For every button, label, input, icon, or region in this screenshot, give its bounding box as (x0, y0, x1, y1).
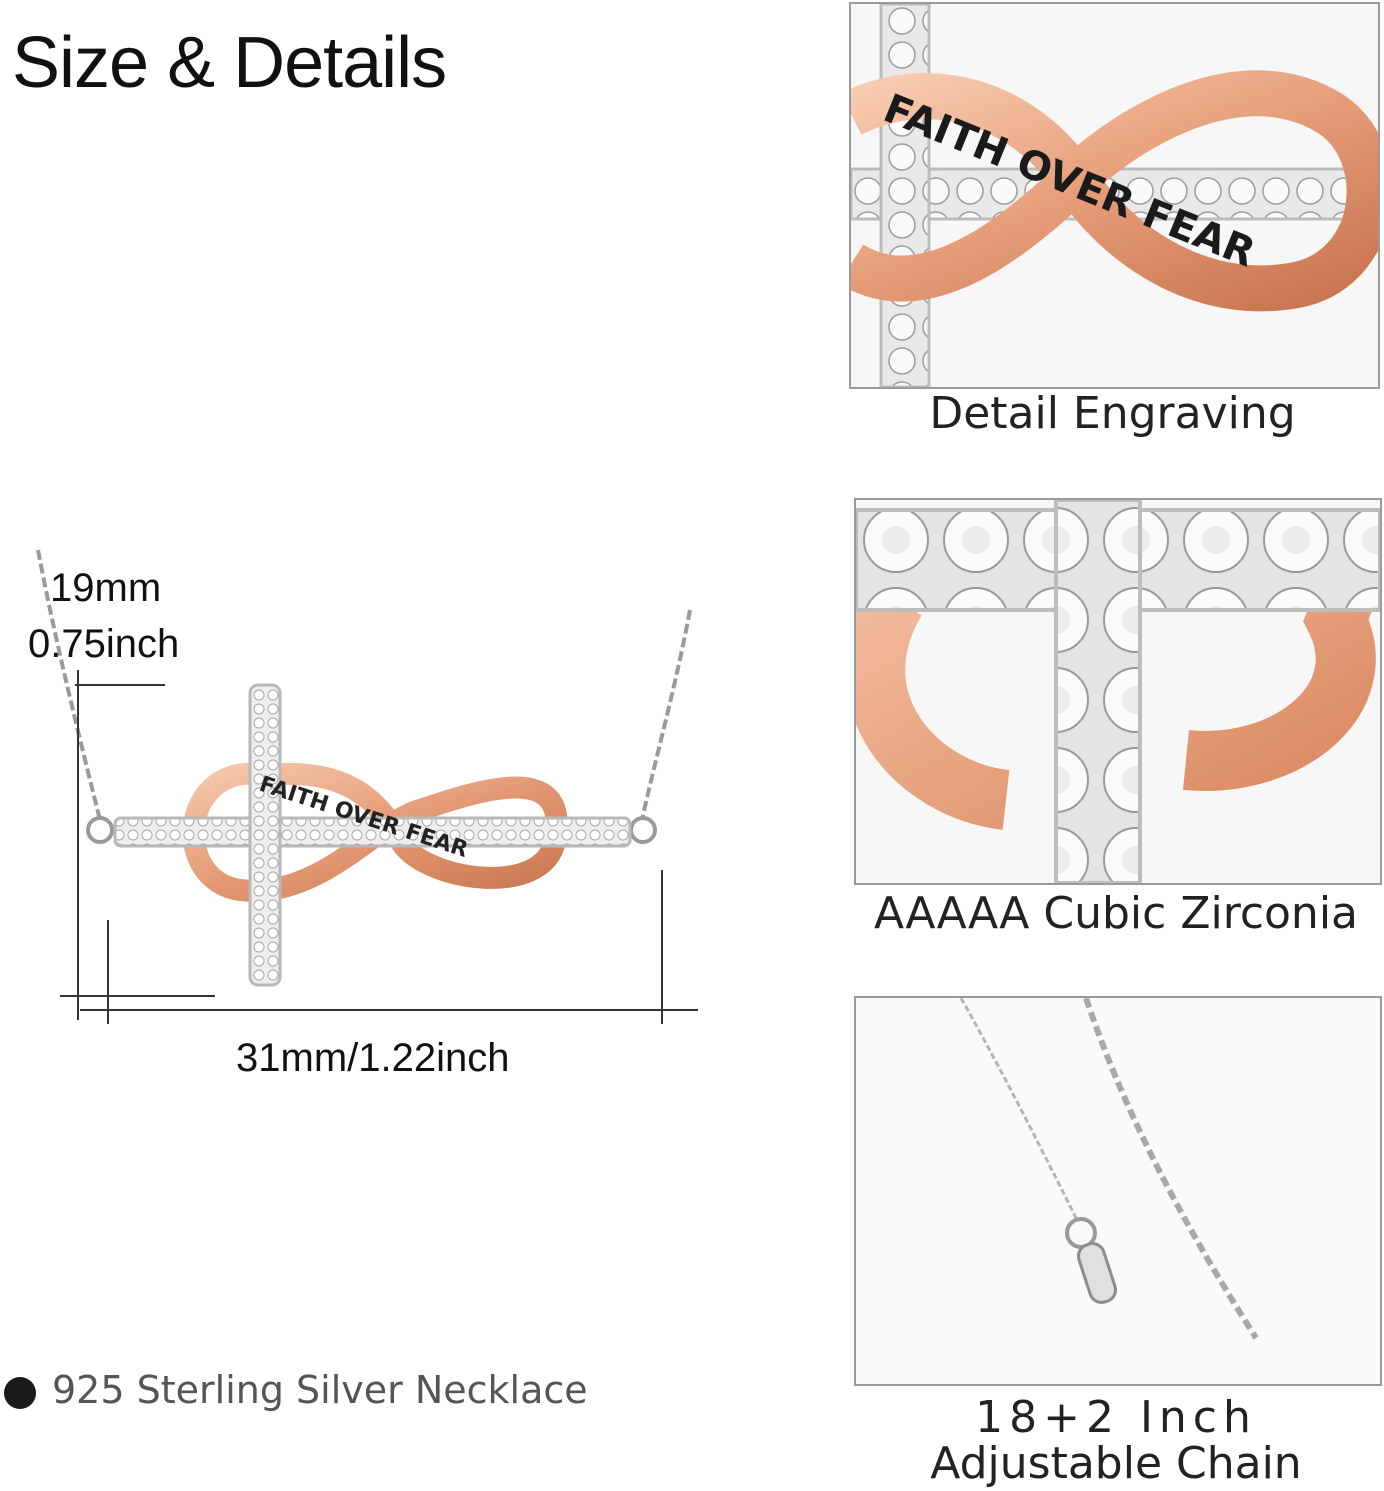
zirconia-caption: AAAAA Cubic Zirconia (874, 888, 1358, 939)
height-mm-label: 19mm (50, 566, 162, 610)
necklace-illustration: FAITH OVER FEAR (36, 549, 698, 1024)
feature-bullet-text: 925 Sterling Silver Necklace (52, 1368, 588, 1412)
engraving-detail-image: FAITH OVER FEAR (849, 2, 1380, 389)
bullet-icon (4, 1377, 36, 1409)
engraving-caption: Detail Engraving (929, 388, 1296, 439)
chain-caption-line1: 18+2 Inch (975, 1392, 1257, 1443)
zirconia-detail-image (854, 498, 1382, 885)
chain-caption-line2: Adjustable Chain (930, 1438, 1302, 1489)
height-inch-label: 0.75inch (28, 622, 180, 666)
chain-detail-image (854, 996, 1382, 1386)
necklace-diagram: FAITH OVER FEAR (0, 520, 760, 1100)
page-title: Size & Details (12, 23, 447, 103)
width-label: 31mm/1.22inch (236, 1036, 510, 1080)
